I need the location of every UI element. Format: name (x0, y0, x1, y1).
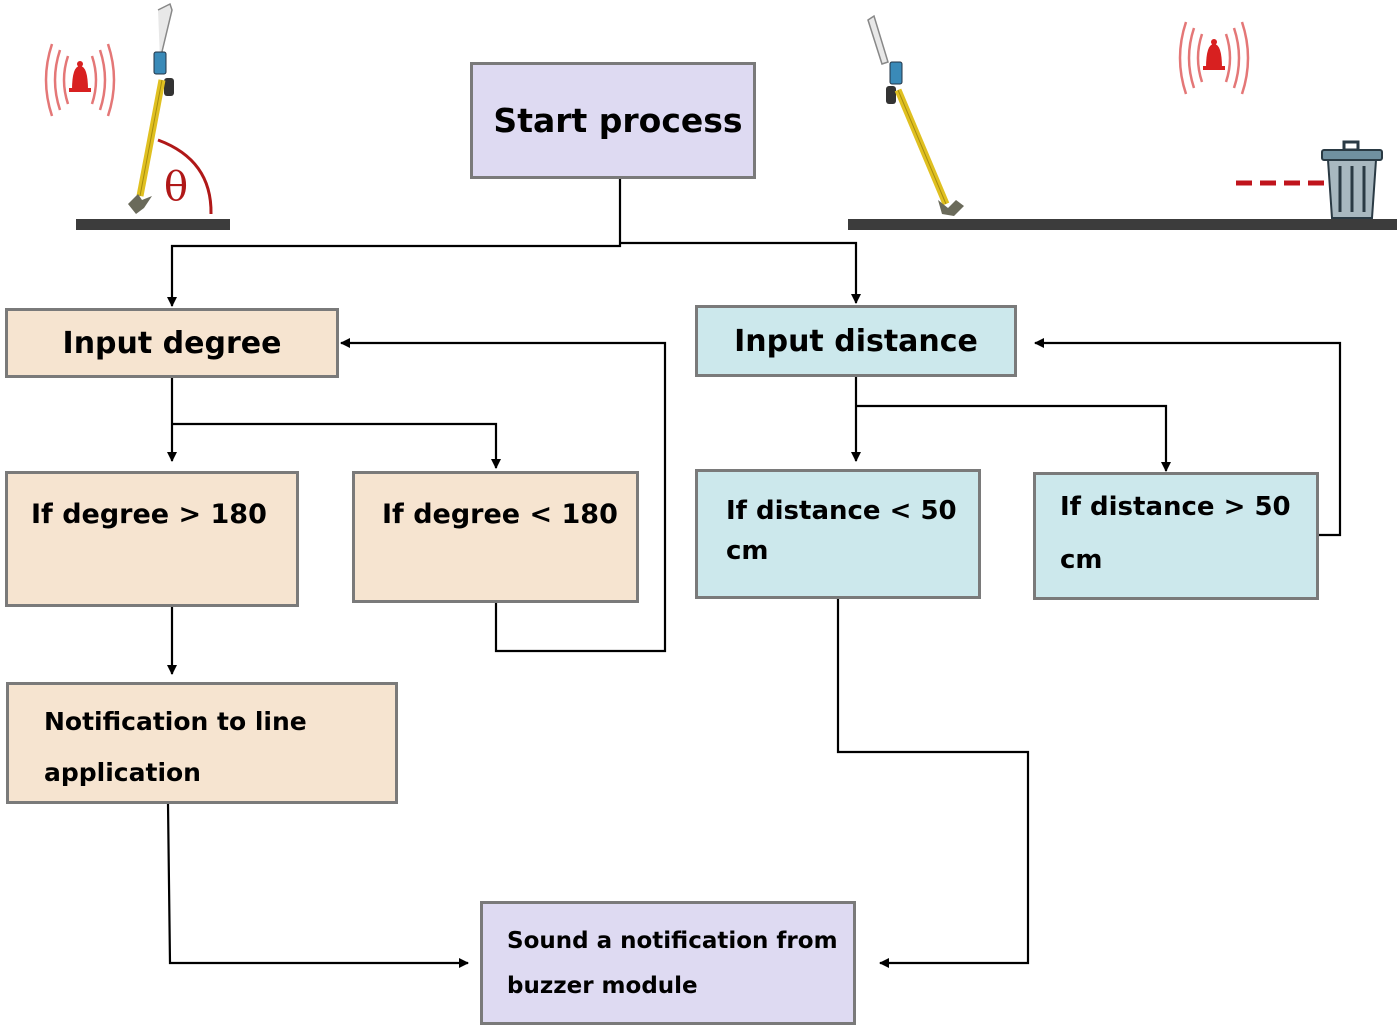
degree-less-node: If degree < 180 (352, 471, 639, 603)
distance-greater-node: If distance > 50 cm (1033, 472, 1319, 600)
distance-greater-label-line2: cm (1060, 545, 1103, 575)
connector-start-distance (620, 241, 861, 304)
distance-illustration (848, 14, 1397, 230)
input-distance-node: Input distance (695, 305, 1017, 377)
angle-arc (157, 138, 213, 215)
connector-notify-sound (166, 803, 469, 968)
trash-bin-icon (1321, 140, 1383, 219)
start-process-label: Start process (493, 101, 743, 140)
ground-line (848, 219, 1397, 230)
degree-greater-node: If degree > 180 (5, 471, 299, 607)
connector-start-degree (167, 179, 622, 307)
ground-line (76, 219, 230, 230)
degree-illustration: θ (44, 2, 230, 230)
input-distance-label: Input distance (734, 323, 978, 359)
angle-symbol: θ (164, 164, 188, 210)
line-notification-label-line2: application (44, 758, 201, 787)
alarm-bell-icon (1178, 21, 1250, 95)
distance-less-label-line2: cm (726, 536, 769, 566)
distance-greater-label-line1: If distance > 50 (1060, 492, 1291, 522)
line-notification-node: Notification to line application (6, 682, 398, 804)
connector-dist-sound (836, 599, 1030, 968)
alarm-bell-icon (44, 43, 116, 117)
connector-degree-lt (172, 422, 501, 469)
distance-less-node: If distance < 50 cm (695, 469, 981, 599)
buzzer-notification-label-line1: Sound a notification from (507, 928, 838, 954)
degree-less-label: If degree < 180 (382, 499, 618, 530)
start-process-node: Start process (470, 62, 756, 179)
connector-degree-loop (340, 338, 667, 653)
walking-cane-icon (867, 14, 964, 216)
degree-greater-label: If degree > 180 (31, 499, 267, 530)
connector-distance-loop (1034, 338, 1342, 537)
input-degree-node: Input degree (5, 308, 339, 378)
connector-distance-gt (856, 404, 1171, 472)
walking-cane-icon (128, 2, 174, 214)
buzzer-notification-node: Sound a notification from buzzer module (480, 901, 856, 1025)
line-notification-label-line1: Notification to line (44, 707, 307, 736)
distance-less-label-line1: If distance < 50 (726, 496, 957, 526)
input-degree-label: Input degree (62, 325, 282, 361)
buzzer-notification-label-line2: buzzer module (507, 973, 698, 999)
